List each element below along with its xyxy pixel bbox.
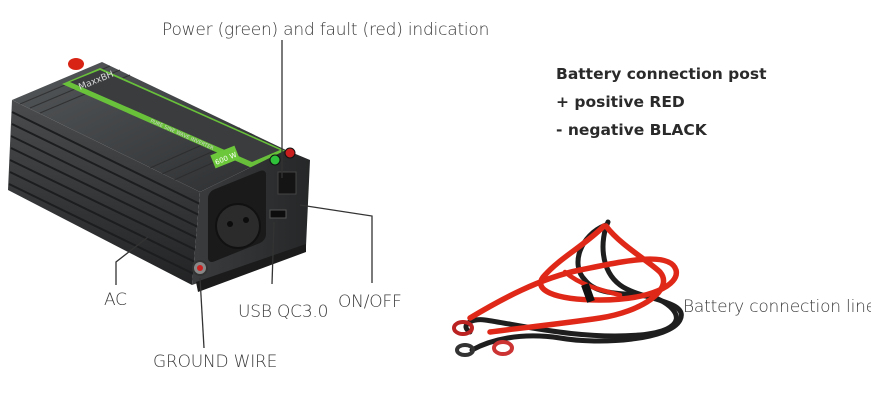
ac-label: AC [104,290,127,310]
battery-post-negative: - negative BLACK [556,121,707,139]
inverter-body [8,58,310,292]
power-badge [210,145,240,169]
power-led [269,154,281,166]
battery-cable [452,219,684,357]
power-switch [277,171,297,195]
red-terminal [68,58,84,70]
battery-post-title: Battery connection post [556,65,767,83]
leader-lines [115,40,373,349]
battery-post-positive: + positive RED [556,93,685,111]
usb-port [269,209,287,219]
on-off-label: ON/OFF [338,292,402,312]
battery-line-label: Battery connection line [683,297,871,317]
fault-led [284,147,296,159]
usb-label: USB QC3.0 [238,302,329,322]
ground-wire-label: GROUND WIRE [153,352,278,372]
power-indication-label: Power (green) and fault (red) indication [162,20,490,40]
